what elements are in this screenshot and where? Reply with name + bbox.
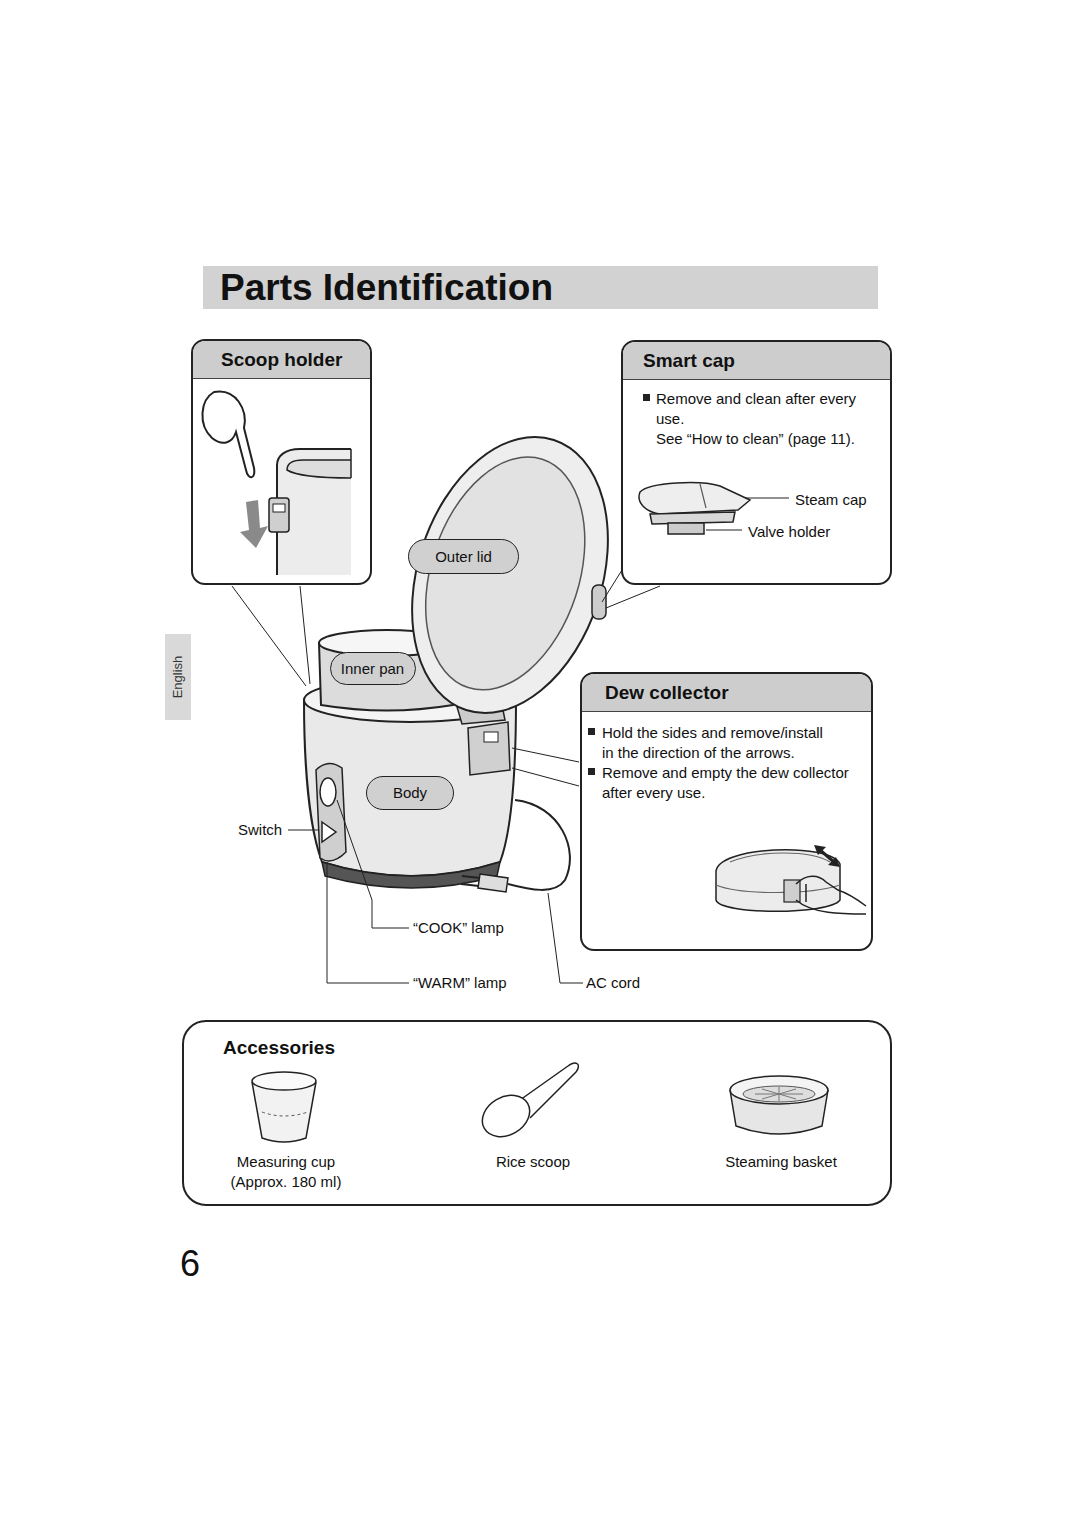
leader-line	[602, 570, 660, 608]
panel-heading: Accessories	[223, 1036, 335, 1060]
switch-drawing	[322, 822, 336, 842]
leader-line	[232, 586, 310, 686]
note-text: See “How to clean” (page 11).	[656, 429, 855, 449]
leader-line	[288, 830, 318, 831]
language-label: English	[168, 656, 188, 699]
part-label: Steam cap	[795, 490, 867, 510]
cooker-top-drawing	[716, 850, 840, 912]
part-label: AC cord	[586, 973, 640, 993]
leader-line	[327, 862, 409, 983]
part-label: Valve holder	[748, 522, 830, 542]
callout-panel: Smart capRemove and clean after every us…	[621, 340, 892, 585]
page-number: 6	[180, 1244, 200, 1284]
lid-detail	[730, 853, 830, 862]
collector-detail	[484, 732, 498, 742]
bullet	[588, 728, 595, 735]
bullet	[588, 768, 595, 775]
lid-face	[398, 436, 613, 710]
clip-slot	[273, 504, 285, 512]
lid-seam	[716, 885, 840, 893]
page-title: Parts Identification	[203, 266, 878, 309]
plug-prongs	[461, 876, 480, 886]
valve-holder-drawing	[668, 523, 704, 534]
accessories-panel: AccessoriesMeasuring cup (Approx. 180 ml…	[182, 1020, 892, 1206]
part-label: “COOK” lamp	[413, 918, 504, 938]
cooker-body	[304, 700, 516, 876]
callout-panel: Scoop holder	[191, 339, 372, 585]
callout-panel: Dew collectorHold the sides and remove/i…	[580, 672, 873, 951]
bullet	[643, 394, 650, 401]
note-text: Remove and empty the dew collector after…	[602, 763, 857, 803]
accessory-name: Measuring cup (Approx. 180 ml)	[221, 1152, 351, 1192]
pot-rim	[287, 460, 351, 478]
smart-cap-on-lid	[592, 585, 606, 619]
hand-drawing	[796, 876, 866, 914]
accessory-name: Steaming basket	[701, 1152, 861, 1172]
scoop-drawing	[202, 392, 254, 478]
steam-cap-drawing	[639, 483, 750, 514]
part-label: “WARM” lamp	[413, 973, 507, 993]
part-name: Body	[393, 783, 427, 803]
dew-collector-on-body	[468, 722, 510, 775]
language-tab: English	[165, 634, 191, 720]
leader-line	[548, 893, 583, 983]
leader-line	[745, 498, 789, 499]
cup-rim	[252, 1072, 316, 1090]
panel-heading: Dew collector	[582, 674, 871, 712]
basket-rim	[730, 1076, 828, 1104]
insert-arrow	[240, 500, 268, 548]
basket-floor	[743, 1086, 815, 1102]
cap-base	[650, 512, 735, 524]
leader-line	[337, 800, 409, 928]
note-text: Remove and clean after every use.	[656, 389, 878, 429]
scoop-holder-clip	[269, 498, 289, 532]
lamp-drawing	[320, 778, 336, 806]
part-tag: Body	[366, 776, 454, 810]
measuring-cup-drawing	[252, 1082, 316, 1142]
direction-arrow	[820, 850, 834, 862]
panel-heading: Smart cap	[623, 342, 890, 380]
part-label: Switch	[238, 820, 282, 840]
part-tag: Outer lid	[408, 539, 519, 574]
part-name: Outer lid	[435, 547, 492, 567]
panel-heading: Scoop holder	[193, 341, 370, 379]
rice-scoop-bowl	[475, 1087, 537, 1145]
part-tag: Inner pan	[330, 652, 416, 685]
leader-line	[706, 530, 742, 531]
ac-cord-drawing	[508, 800, 570, 890]
cooker-base	[322, 862, 500, 888]
cup-line	[262, 1112, 308, 1116]
note-text: Hold the sides and remove/install in the…	[602, 723, 832, 763]
direction-arrowheads	[814, 845, 840, 867]
cap-detail	[700, 484, 706, 508]
basket-holes	[755, 1087, 803, 1101]
pot-edge	[350, 449, 352, 478]
plug-drawing	[478, 874, 508, 892]
part-name: Inner pan	[341, 659, 404, 679]
accessory-name: Rice scoop	[473, 1152, 593, 1172]
leader-line	[512, 748, 579, 786]
